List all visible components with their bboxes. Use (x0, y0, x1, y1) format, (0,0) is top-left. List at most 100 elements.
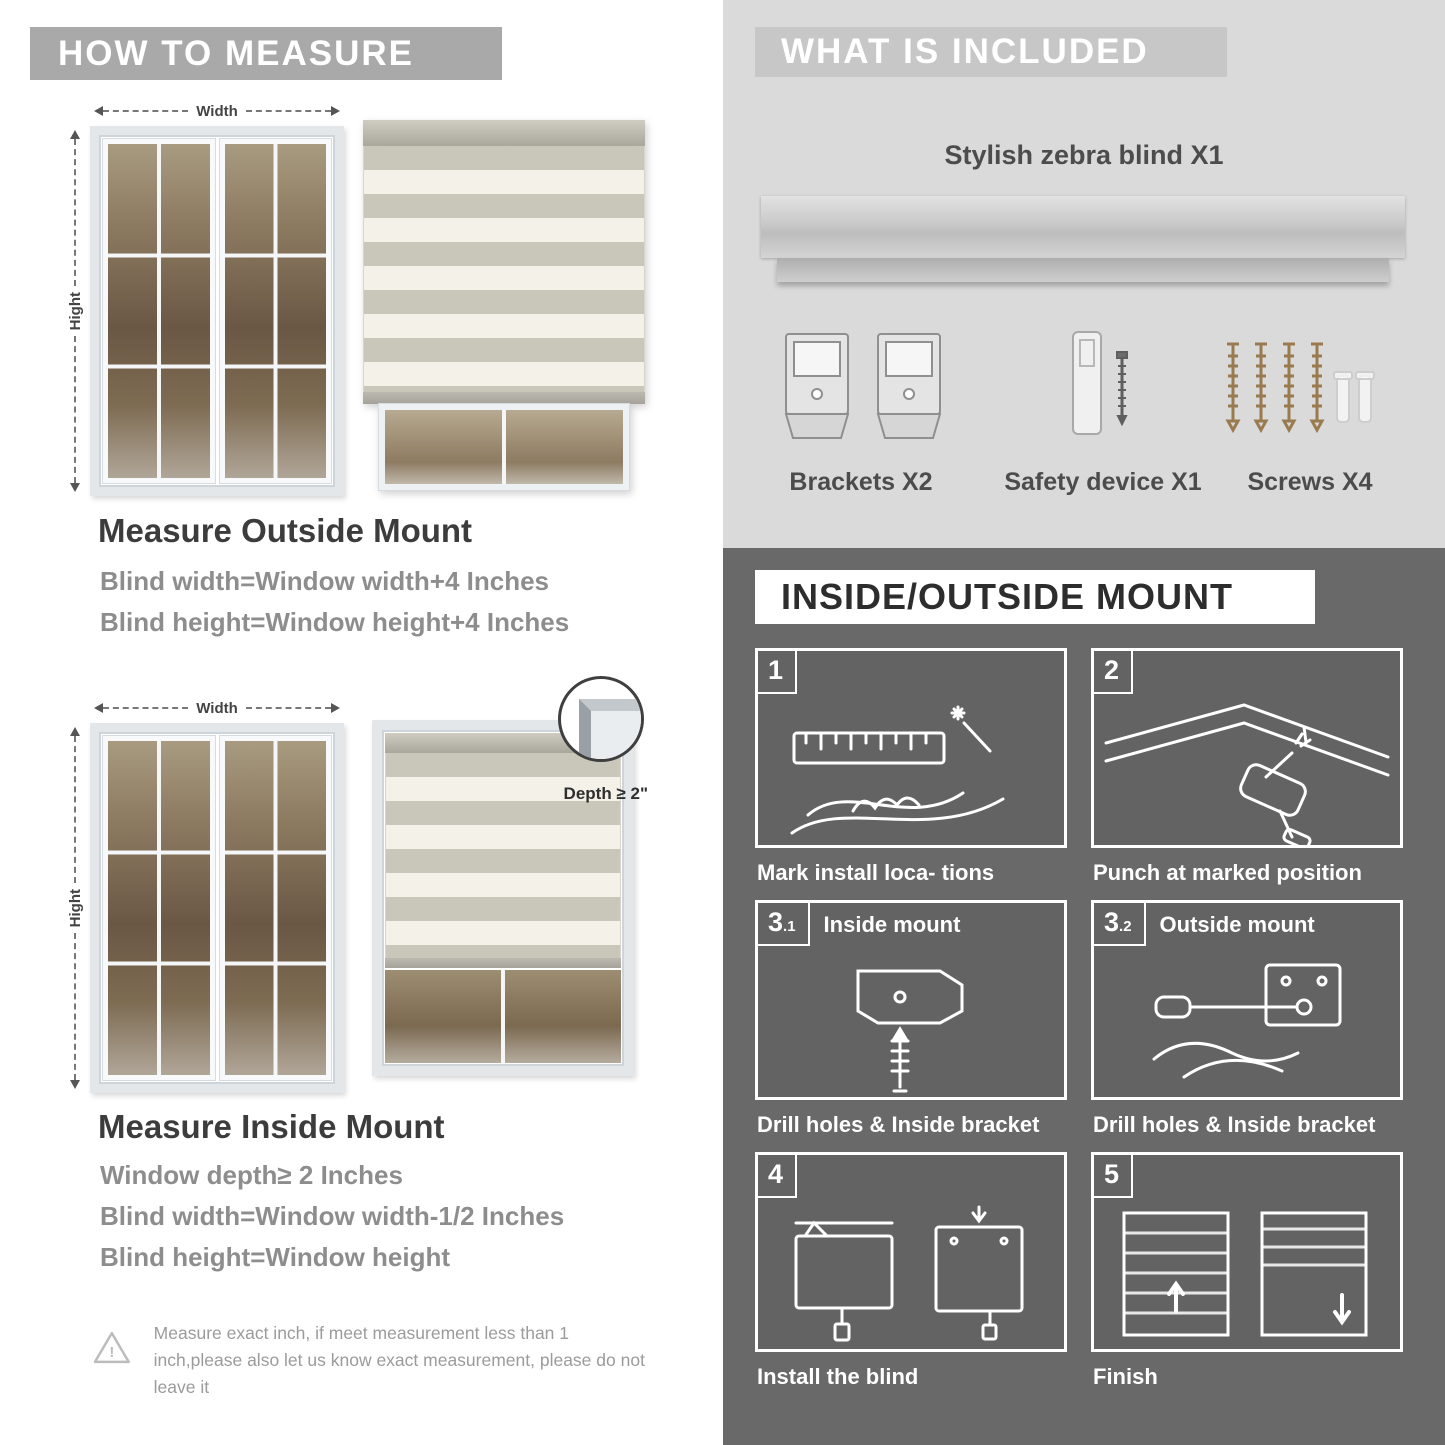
window-illustration (90, 126, 344, 496)
height-label: Hight (66, 291, 84, 331)
step-3-2-panel: 3.2 Outside mount (1091, 900, 1403, 1100)
step-4-panel: 4 (755, 1152, 1067, 1352)
window-corner-graphic (579, 699, 641, 759)
step-1-caption: Mark install loca- tions (757, 860, 995, 885)
step-number-row: 1 (758, 651, 1064, 694)
step1-mark-illustration (790, 705, 1005, 835)
window-casement (218, 138, 332, 484)
outside-mount-rule-1: Blind width=Window width+4 Inches (100, 566, 549, 596)
window-illustration (90, 723, 344, 1093)
arrow-left-icon (94, 106, 103, 116)
zebra-blind-headrail-image (761, 196, 1405, 258)
dashed-line (74, 933, 76, 1081)
blind-cassette (363, 120, 645, 146)
arrow-down-icon (70, 483, 80, 493)
what-is-included-section: WHAT IS INCLUDED Stylish zebra blind X1 (723, 0, 1445, 548)
step-number: 5 (1094, 1155, 1134, 1198)
step-title: Inside mount (823, 912, 961, 937)
outside-measure-window-figure: Width Hight (60, 96, 344, 496)
outside-mount-rule-2: Blind height=Window height+4 Inches (100, 607, 570, 637)
height-arrow: Hight (60, 126, 90, 496)
step-number-row: 3.1 Inside mount (758, 903, 1064, 946)
window-casement (102, 735, 216, 1081)
outside-mount-blind-illustration (363, 120, 645, 491)
mount-section-header: INSIDE/OUTSIDE MOUNT (755, 570, 1315, 624)
height-arrow: Hight (60, 723, 90, 1093)
warning-text: Measure exact inch, if meet measurement … (153, 1323, 645, 1398)
step-5-caption: Finish (1093, 1364, 1158, 1389)
product-name: Stylish zebra blind X1 (944, 140, 1224, 170)
window-glass (108, 144, 210, 478)
dashed-line (103, 707, 189, 709)
step2-drill-illustration (1104, 703, 1390, 845)
inside-measure-window-figure: Width Hight (60, 693, 344, 1093)
step-number-row: 3.2 Outside mount (1094, 903, 1400, 946)
step-3-1-caption: Drill holes & Inside bracket (757, 1112, 1040, 1137)
safety-device-icon (1072, 331, 1128, 435)
window-casement (218, 735, 332, 1081)
step-number-row: 2 (1094, 651, 1400, 694)
warning-triangle-icon: ! (93, 1331, 130, 1364)
zebra-blind-headrail-lip (777, 258, 1389, 282)
brackets-icon (784, 333, 942, 439)
window-casement (102, 138, 216, 484)
inside-mount-rule-2: Blind width=Window width-1/2 Inches (100, 1201, 565, 1231)
step-5-panel: 5 (1091, 1152, 1403, 1352)
zebra-stripes (385, 753, 621, 958)
step-2-caption: Punch at marked position (1093, 860, 1362, 885)
step-3-2-caption: Drill holes & Inside bracket (1093, 1112, 1376, 1137)
dashed-line (245, 110, 332, 112)
svg-text:!: ! (109, 1345, 114, 1361)
step-number-row: 4 (758, 1155, 1064, 1198)
step-2-panel: 2 (1091, 648, 1403, 848)
dashed-line (245, 707, 332, 709)
arrow-right-icon (331, 703, 341, 713)
step-number-sub: .1 (783, 918, 796, 935)
safety-device-label: Safety device X1 (1004, 468, 1202, 496)
inside-mount-rule-1: Window depth≥ 2 Inches (100, 1160, 403, 1190)
height-label: Hight (66, 888, 84, 928)
inside-mount-rule-3: Blind height=Window height (100, 1242, 450, 1272)
step-number-row: 5 (1094, 1155, 1400, 1198)
step5-finish-illustration (1122, 1211, 1368, 1337)
zebra-stripes (363, 146, 645, 392)
step-4-caption: Install the blind (757, 1364, 919, 1389)
step-number: 3.1 (758, 903, 810, 946)
step3-1-inside-bracket-illustration (856, 969, 964, 1093)
how-to-measure-section: HOW TO MEASURE Width Hight (0, 0, 712, 1445)
measure-warning: ! Measure exact inch, if meet measuremen… (92, 1312, 648, 1401)
inside-mount-title: Measure Inside Mount (98, 1108, 445, 1145)
dashed-line (74, 336, 76, 484)
dashed-line (74, 139, 76, 286)
outside-mount-title: Measure Outside Mount (98, 512, 473, 549)
arrow-down-icon (70, 1080, 80, 1090)
screws-icon (1225, 342, 1375, 434)
step-1-panel: 1 (755, 648, 1067, 848)
inside-mount-blind-illustration (372, 720, 634, 1076)
window-glass-below-blind (385, 970, 621, 1063)
window-glass (224, 741, 326, 1075)
step3-2-outside-bracket-illustration (1152, 963, 1342, 1079)
dashed-line (74, 736, 76, 883)
step-3-1-panel: 3.1 Inside mount (755, 900, 1067, 1100)
step-number: 2 (1094, 651, 1134, 694)
step-number: 4 (758, 1155, 798, 1198)
blind-bottom-rail (363, 392, 645, 404)
inside-outside-mount-section: INSIDE/OUTSIDE MOUNT 1 Mark install loca… (723, 548, 1445, 1445)
window-below-blind (378, 403, 630, 491)
brackets-label: Brackets X2 (789, 468, 933, 496)
what-is-included-header: WHAT IS INCLUDED (755, 27, 1227, 77)
window-glass (108, 741, 210, 1075)
depth-label: Depth ≥ 2" (563, 784, 648, 803)
step-number: 1 (758, 651, 798, 694)
how-to-measure-header: HOW TO MEASURE (30, 27, 502, 80)
width-arrow: Width (90, 96, 344, 126)
width-arrow: Width (90, 693, 344, 723)
arrow-left-icon (94, 703, 103, 713)
step-number-sub: .2 (1119, 918, 1132, 935)
width-label: Width (196, 102, 238, 120)
arrow-up-icon (70, 727, 80, 736)
blind-bottom-rail (385, 958, 621, 968)
step4-install-illustration (794, 1205, 1024, 1342)
arrow-up-icon (70, 130, 80, 139)
